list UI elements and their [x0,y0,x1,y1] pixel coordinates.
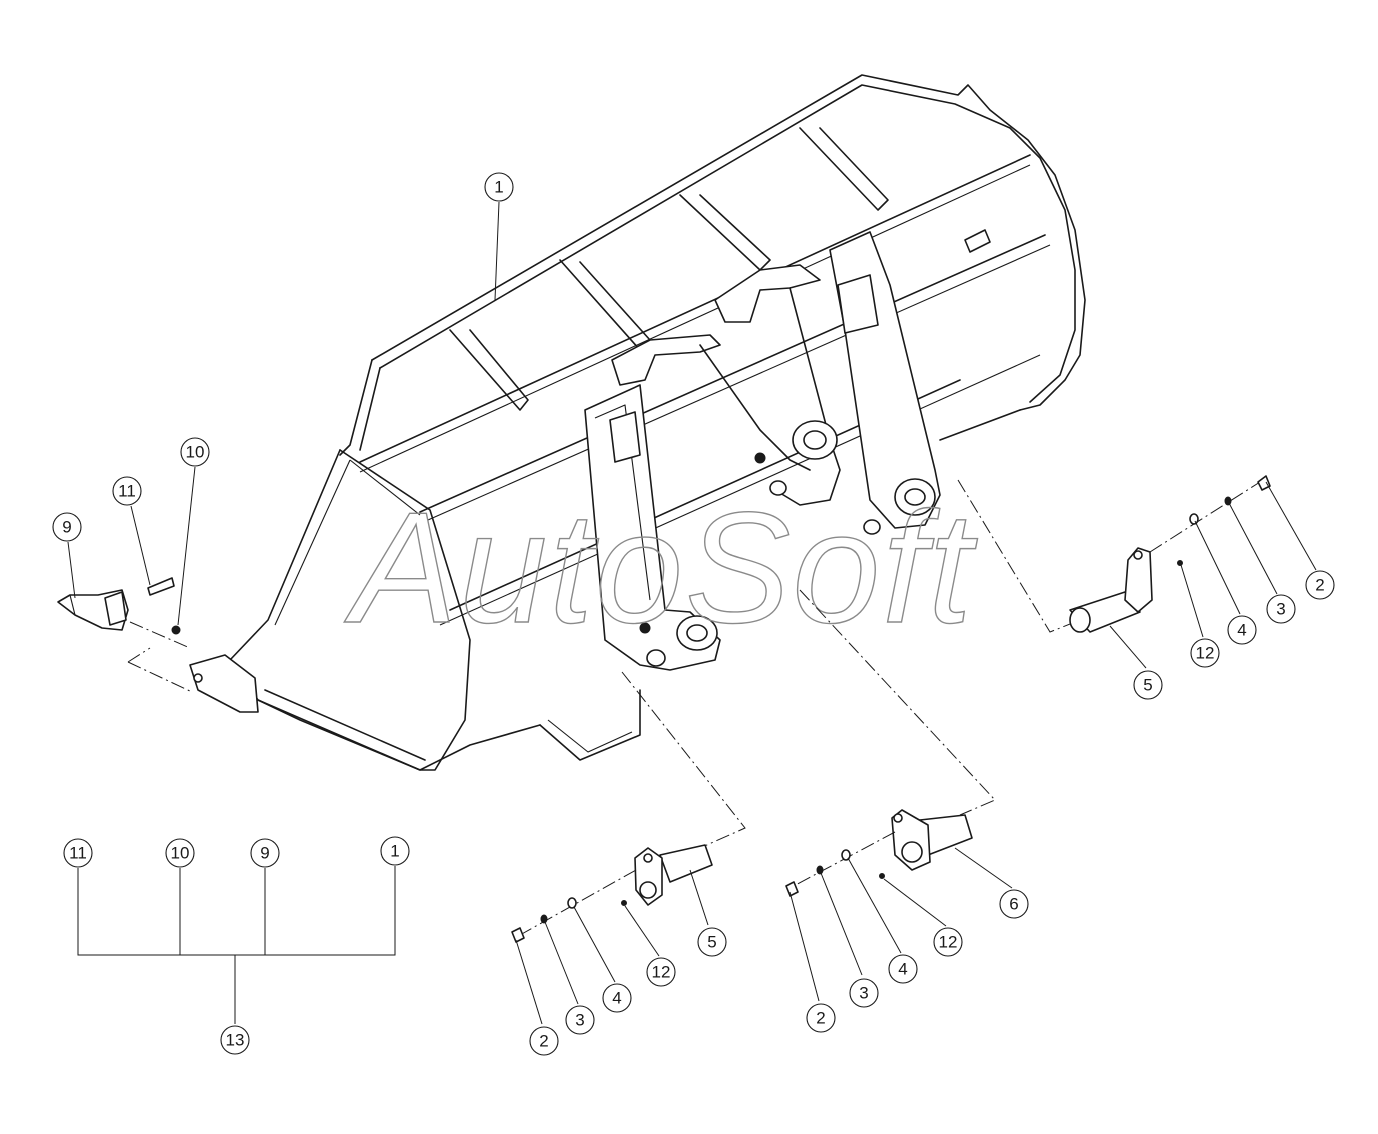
leader-lines [67,201,1317,1025]
svg-text:5: 5 [707,933,716,952]
svg-text:12: 12 [1196,644,1215,663]
bucket-body [229,74,1086,771]
callout-9-tree: 9 [250,838,280,868]
callout-2-low: 2 [806,1003,836,1033]
callout-11-tree: 11 [63,838,93,868]
svg-text:4: 4 [898,960,907,979]
svg-text:11: 11 [69,844,87,863]
pin-assembly-right [957,475,1271,633]
svg-text:2: 2 [1315,576,1324,595]
callout-12-low: 12 [933,927,963,957]
callout-1-tree: 1 [380,836,410,866]
callout-12-mid: 12 [646,957,676,987]
callout-3-low: 3 [849,978,879,1008]
svg-text:1: 1 [494,178,503,197]
callout-13-tree: 13 [220,1025,250,1055]
svg-text:3: 3 [575,1011,584,1030]
svg-text:12: 12 [939,933,958,952]
callout-10-left: 10 [180,437,210,467]
callout-4-right: 4 [1227,615,1257,645]
callout-12-right: 12 [1190,638,1220,668]
svg-text:9: 9 [62,518,71,537]
svg-text:6: 6 [1009,895,1018,914]
svg-text:10: 10 [171,844,190,863]
svg-text:11: 11 [118,482,136,501]
svg-text:2: 2 [816,1009,825,1028]
callout-6-low: 6 [999,889,1029,919]
callout-3-right: 3 [1266,594,1296,624]
svg-text:13: 13 [226,1031,245,1050]
svg-text:4: 4 [612,989,621,1008]
pin-assembly-mid [511,671,746,943]
watermark: AutoSoft [344,480,978,656]
callout-10-tree: 10 [165,838,195,868]
callout-5-right: 5 [1133,670,1163,700]
svg-text:9: 9 [260,844,269,863]
callout-5-mid: 5 [697,927,727,957]
svg-text:3: 3 [1276,600,1285,619]
svg-text:5: 5 [1143,676,1152,695]
svg-text:2: 2 [539,1032,548,1051]
svg-text:1: 1 [390,842,399,861]
svg-text:10: 10 [186,443,205,462]
callout-4-mid: 4 [602,983,632,1013]
callout-9-left: 9 [52,512,82,542]
callout-2-right: 2 [1305,570,1335,600]
callout-2-mid: 2 [529,1026,559,1056]
callout-1-top: 1 [484,172,514,202]
tooth-assembly [57,577,259,713]
pin-assembly-low [785,589,996,897]
callout-3-mid: 3 [565,1005,595,1035]
callout-11-left: 11 [112,476,142,506]
svg-text:12: 12 [652,963,671,982]
svg-text:4: 4 [1237,621,1246,640]
svg-text:3: 3 [859,984,868,1003]
mounting-brackets [584,231,941,671]
callout-4-low: 4 [888,954,918,984]
